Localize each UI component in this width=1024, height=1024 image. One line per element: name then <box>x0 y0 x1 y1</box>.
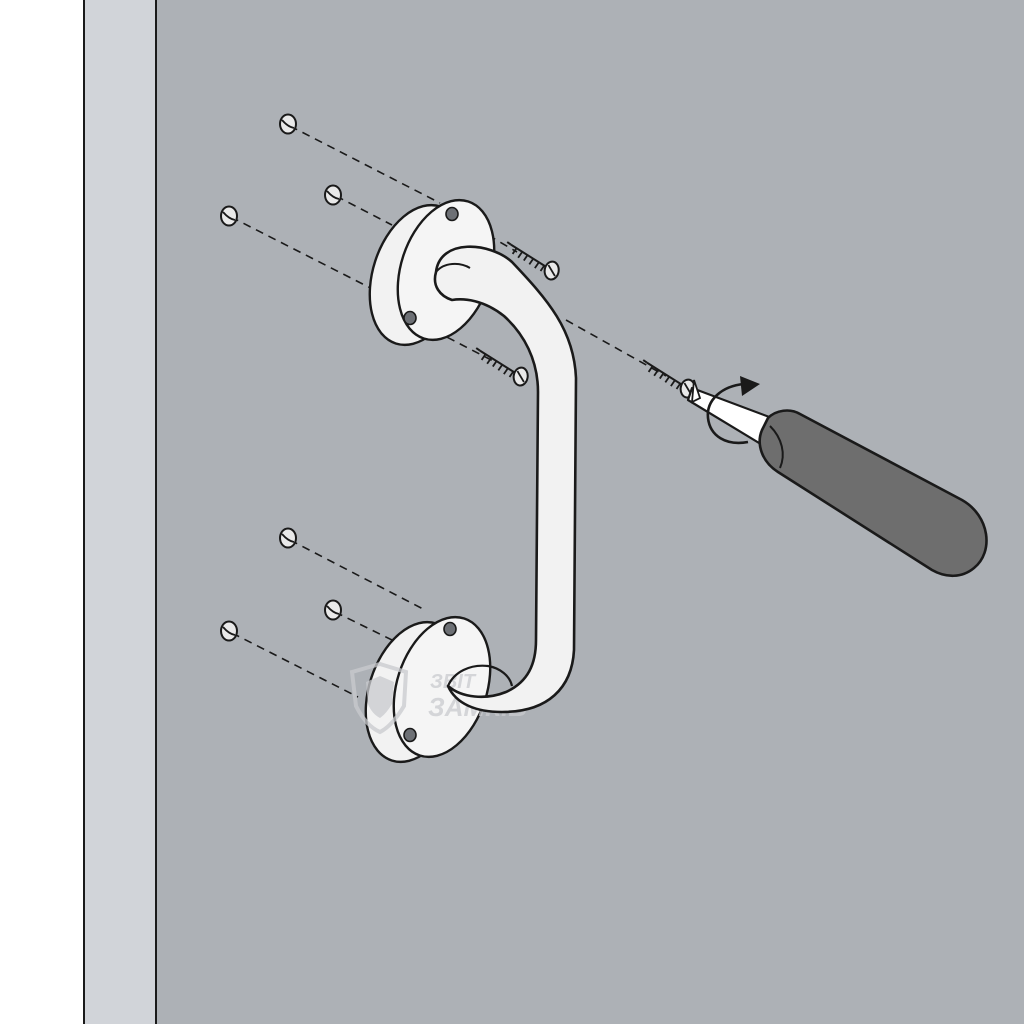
screw-hole <box>403 310 417 326</box>
rotate-clockwise-arrow-icon <box>706 376 760 445</box>
wall-screw-hole <box>220 205 238 227</box>
wall-screw-hole <box>220 620 238 642</box>
door-handle <box>433 245 578 714</box>
shield-logo <box>349 661 409 735</box>
wall-screw-hole <box>279 527 297 549</box>
screw-hole <box>445 206 459 222</box>
watermark-line1: ЗВІТ <box>430 671 477 693</box>
screw-hole <box>443 621 457 637</box>
screwdriver-icon <box>686 379 988 578</box>
screw-hole <box>403 727 417 743</box>
wall-screw-hole <box>279 113 297 135</box>
wall-screw-hole <box>324 599 342 621</box>
wall-screw-hole <box>324 184 342 206</box>
door-frame <box>84 0 156 1024</box>
